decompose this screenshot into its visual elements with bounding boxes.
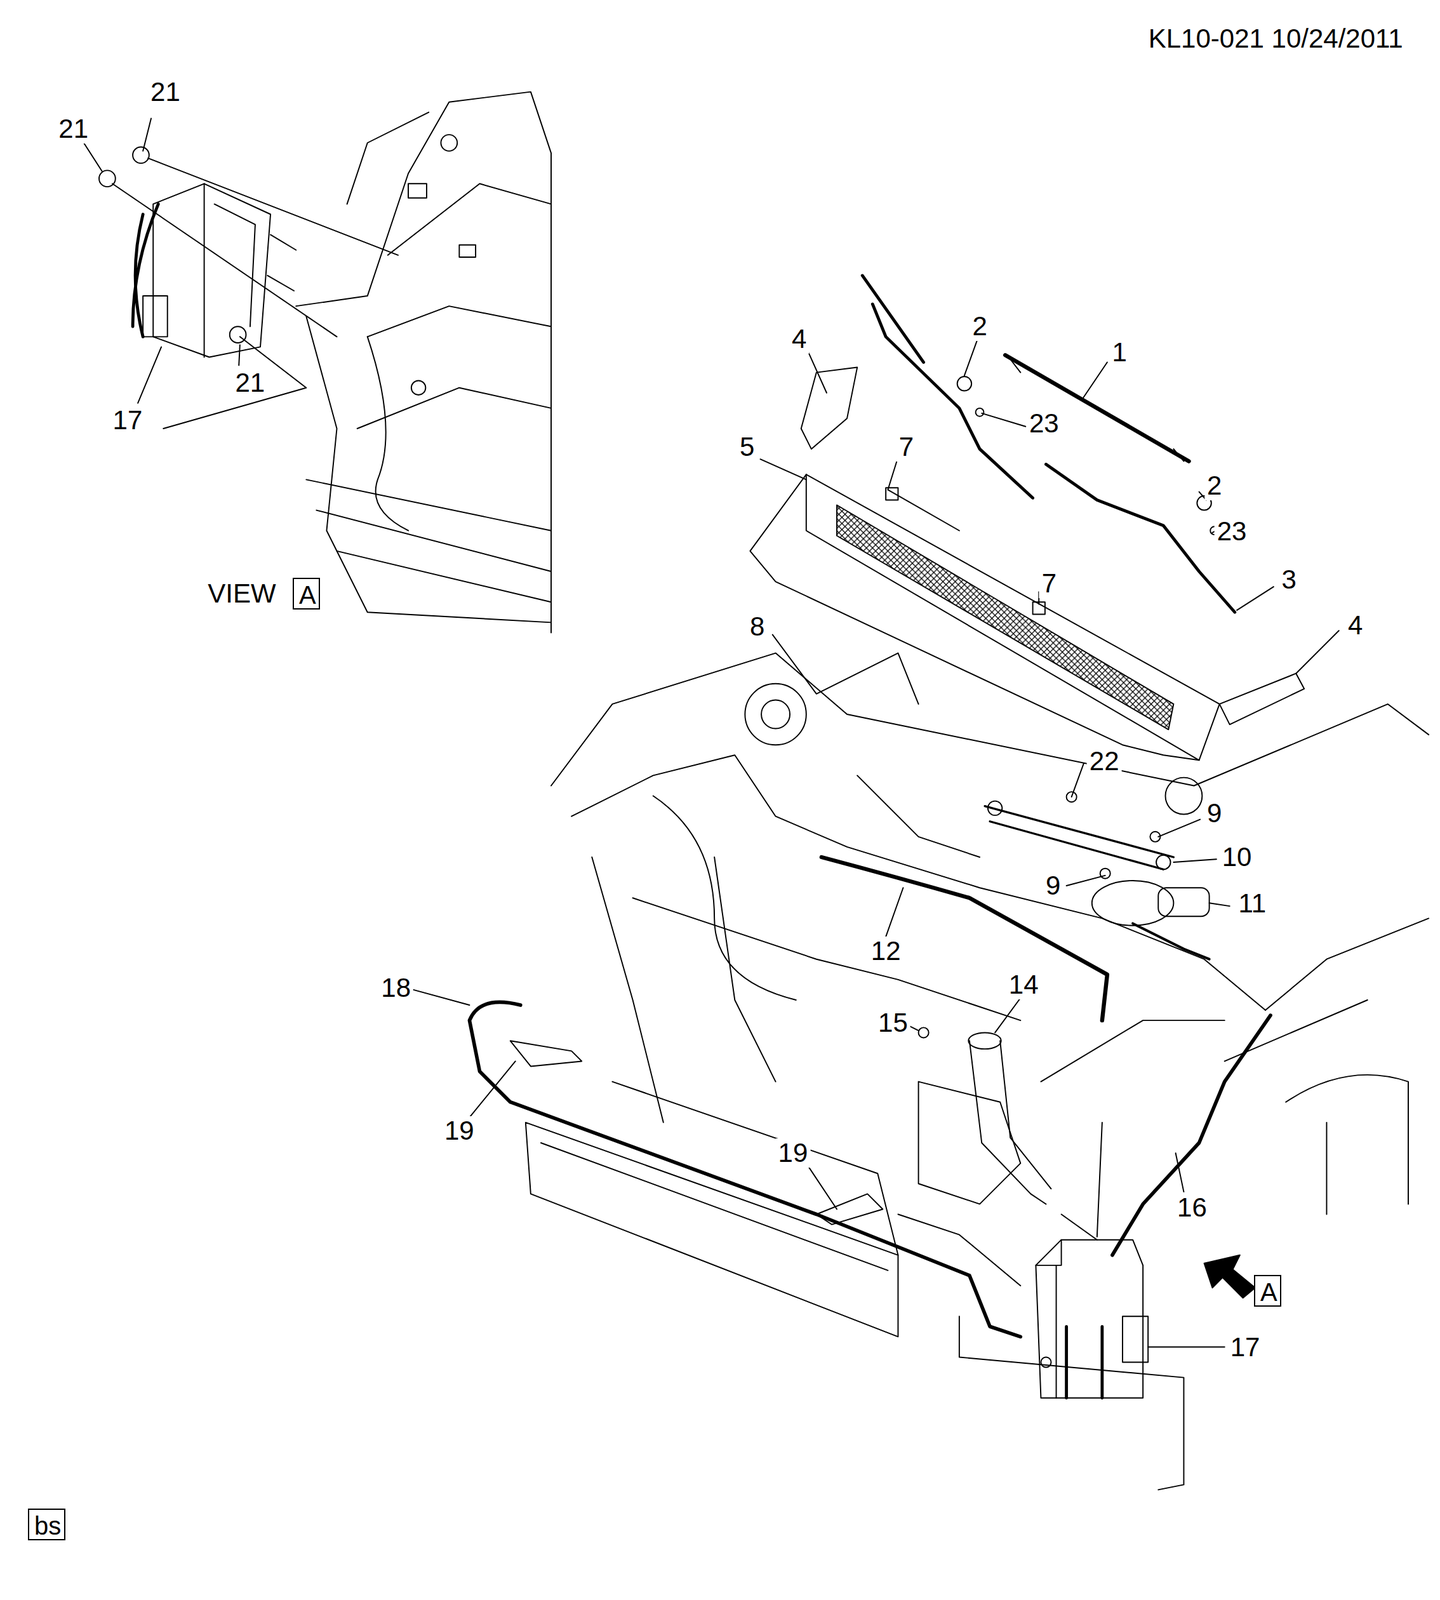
callout-number: 7: [896, 432, 917, 462]
callout-number: 23: [1026, 408, 1062, 439]
callout-number: 1: [1109, 337, 1130, 367]
view-label: VIEW: [205, 579, 279, 609]
callout-number: 10: [1219, 842, 1255, 872]
callout-number: 17: [1227, 1332, 1263, 1362]
callout-number: 22: [1086, 746, 1122, 776]
callout-number: 2: [1204, 471, 1225, 501]
view-letter-box: bs: [27, 1508, 66, 1541]
callout-number: 21: [55, 114, 91, 144]
view-letter-box: A: [292, 577, 320, 610]
callout-number: 9: [1043, 871, 1063, 901]
callout-number: 18: [378, 973, 414, 1003]
callout-number: 12: [868, 936, 904, 966]
callout-number: 7: [1039, 568, 1060, 599]
callout-number: 3: [1278, 565, 1299, 595]
callout-number: 4: [1345, 610, 1366, 640]
callout-number: 9: [1204, 798, 1225, 828]
callout-number: 19: [775, 1138, 811, 1168]
callout-number: 15: [875, 1008, 911, 1038]
box-text: A: [1260, 1279, 1275, 1305]
callout-number: 16: [1174, 1193, 1210, 1223]
callout-number: 14: [1006, 970, 1042, 1000]
callout-number: 2: [969, 311, 990, 341]
callout-number: 21: [147, 77, 183, 107]
callout-number: 19: [441, 1116, 477, 1146]
view-letter-box: A: [1253, 1274, 1282, 1307]
callout-number: 21: [232, 368, 268, 398]
box-text: A: [299, 582, 314, 608]
box-text: bs: [34, 1513, 60, 1539]
callout-number: 5: [737, 432, 757, 462]
callout-number: 11: [1235, 888, 1269, 919]
callout-number: 17: [110, 405, 146, 435]
callout-number: 4: [789, 324, 809, 354]
drawing-id: KL10-021 10/24/2011: [1146, 24, 1406, 54]
callout-number: 23: [1214, 516, 1250, 547]
callout-number: 8: [747, 612, 767, 642]
